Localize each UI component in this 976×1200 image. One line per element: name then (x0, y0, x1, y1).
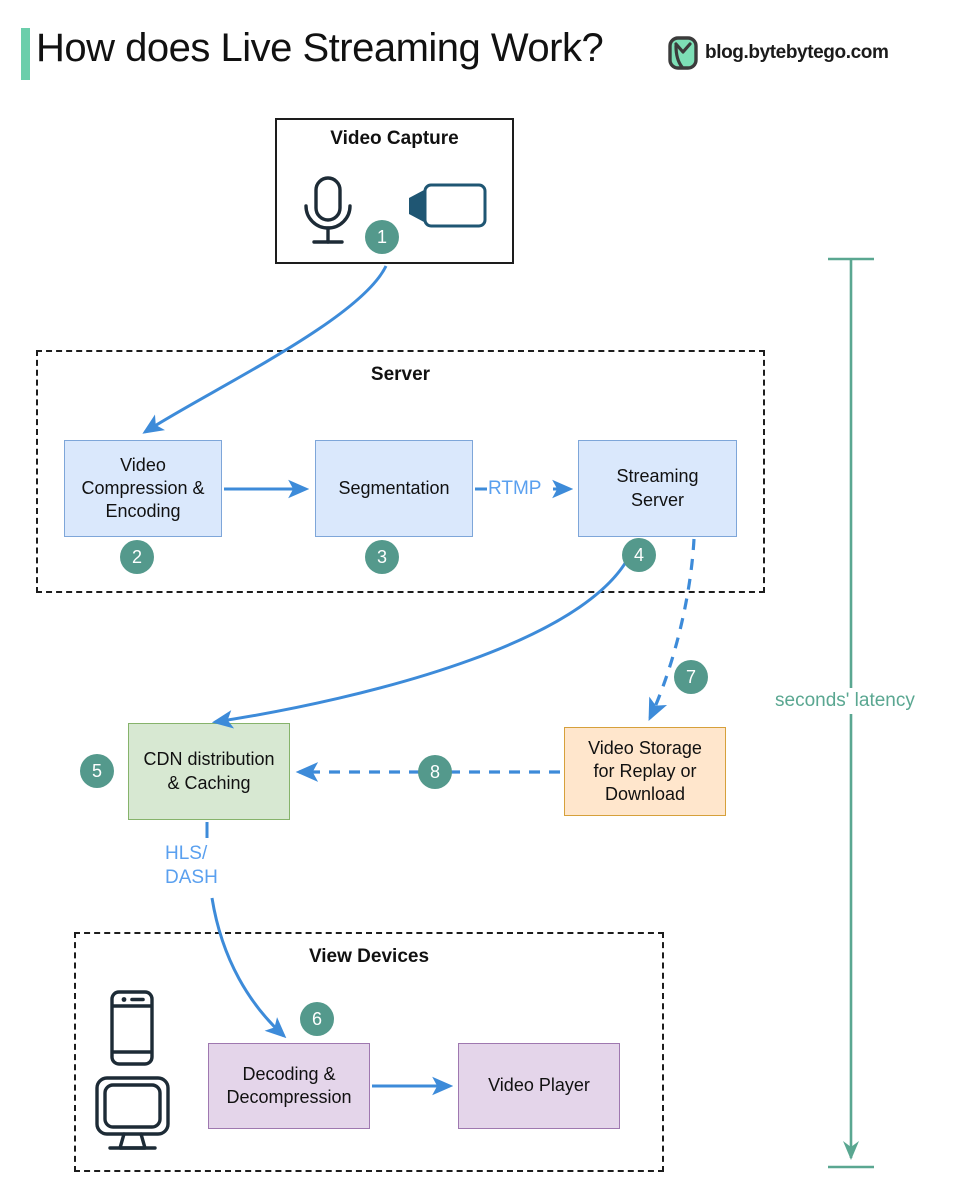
title-accent-bar (21, 28, 30, 80)
brand: blog.bytebytego.com (668, 36, 889, 70)
node-label: Segmentation (338, 477, 450, 498)
node-video-storage[interactable]: Video Storage for Replay or Download (564, 727, 726, 816)
server-title: Server (370, 364, 431, 385)
node-label: CDN distribution & Caching (143, 749, 275, 793)
node-decoding-decompression[interactable]: Decoding & Decompression (208, 1043, 370, 1129)
node-cdn-distribution-caching[interactable]: CDN distribution & Caching (128, 723, 290, 820)
step-badge-1: 1 (365, 220, 399, 254)
step-badge-2: 2 (120, 540, 154, 574)
node-segmentation[interactable]: Segmentation (315, 440, 473, 537)
brand-label: blog.bytebytego.com (705, 42, 889, 63)
node-label: Video Compression & Encoding (81, 454, 205, 522)
node-label: Video Storage for Replay or Download (588, 737, 702, 805)
node-video-player[interactable]: Video Player (458, 1043, 620, 1129)
node-label: Decoding & Decompression (226, 1063, 352, 1107)
edge-label-rtmp: RTMP (488, 478, 542, 499)
step-badge-3: 3 (365, 540, 399, 574)
step-badge-4: 4 (622, 538, 656, 572)
latency-label: seconds' latency (772, 688, 918, 714)
edge-label-hls-dash: HLS/ DASH (165, 843, 218, 888)
view-devices-title: View Devices (308, 946, 430, 967)
view-devices-container (74, 932, 664, 1172)
step-badge-5: 5 (80, 754, 114, 788)
page-title: How does Live Streaming Work? (36, 26, 604, 70)
step-badge-6: 6 (300, 1002, 334, 1036)
node-streaming-server[interactable]: Streaming Server (578, 440, 737, 537)
video-capture-title: Video Capture (330, 128, 459, 149)
step-badge-7: 7 (674, 660, 708, 694)
node-video-compression-encoding[interactable]: Video Compression & Encoding (64, 440, 222, 537)
step-badge-8: 8 (418, 755, 452, 789)
node-label: Video Player (488, 1075, 590, 1096)
bytebytego-logo-icon (668, 36, 698, 70)
node-label: Streaming Server (616, 466, 699, 510)
